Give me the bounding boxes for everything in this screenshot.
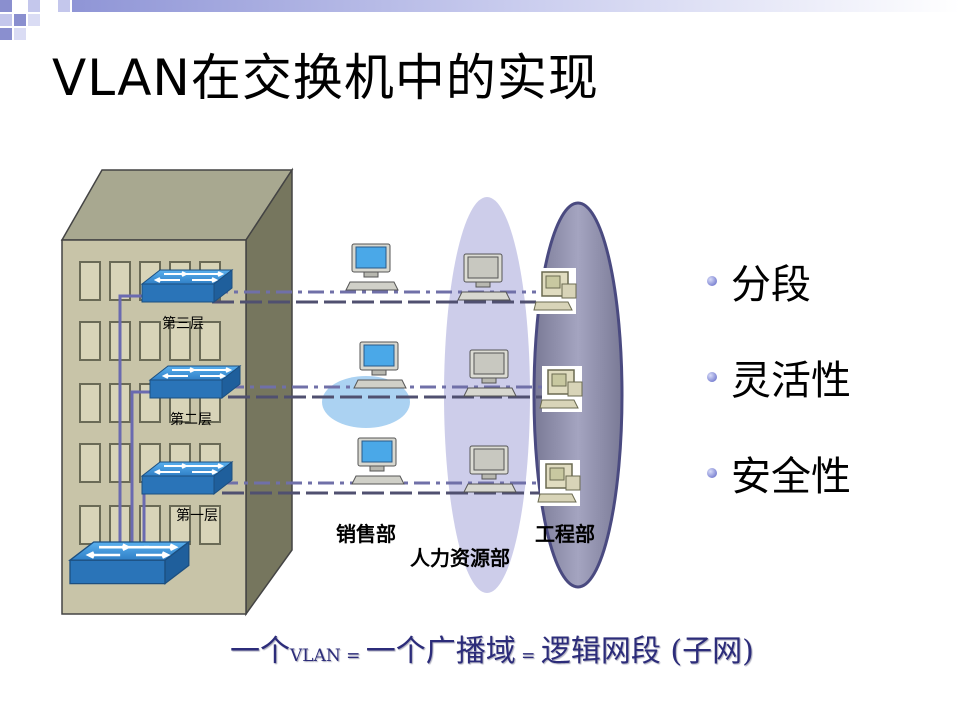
pc-hr-1 [463,445,517,493]
dept-label-hr: 人力资源部 [410,546,510,570]
bullet-item: 灵活性 [705,348,851,444]
bullet-dot-icon [707,468,717,478]
slide-title: VLAN在交换机中的实现 [52,49,599,107]
formula-part: 一个 [230,634,290,669]
formula-subnet: 子网 [682,634,743,669]
bullet-label: 安全性 [731,454,851,500]
floor-label-2: 第二层 [170,411,212,428]
bullet-list: 分段 灵活性 安全性 [705,252,851,540]
formula-paren: ) [742,634,754,669]
bullet-item: 分段 [705,252,851,348]
floor-label-3: 第三层 [162,315,204,332]
pc-eng-1 [537,459,581,507]
pc-sales-3 [345,243,399,291]
dept-label-engineering: 工程部 [535,522,595,546]
switch-floor-1 [141,461,233,495]
formula-paren: ( [660,634,683,669]
core-switch [68,540,191,585]
pc-sales-1 [351,437,405,485]
dept-label-sales: 销售部 [336,522,396,546]
vlan-diagram: 第三层 第二层 第一层 销售部 人力资源部 工程部 [60,167,624,617]
formula-vlan: VLAN [290,646,341,666]
bullet-item: 安全性 [705,444,851,540]
bullet-dot-icon [707,276,717,286]
switch-floor-2 [149,365,241,399]
bullet-label: 分段 [731,262,811,308]
pc-sales-2 [353,341,407,389]
pc-hr-3 [457,253,511,301]
formula-equals: = [515,646,541,666]
pc-eng-3 [533,267,577,315]
floor-label-1: 第一层 [176,507,218,524]
vlan-formula: 一个VLAN = 一个广播域 = 逻辑网段 (子网) [230,626,754,670]
formula-equals: = [340,646,366,666]
vlan-ellipse-sales [322,376,410,428]
formula-logical-segment: 逻辑网段 [540,634,661,669]
switch-floor-3 [141,269,233,303]
corner-decoration [0,0,960,40]
pc-hr-2 [463,349,517,397]
pc-eng-2 [539,365,583,413]
bullet-dot-icon [707,372,717,382]
formula-broadcast-domain: 一个广播域 [365,634,516,669]
bullet-label: 灵活性 [731,358,851,404]
